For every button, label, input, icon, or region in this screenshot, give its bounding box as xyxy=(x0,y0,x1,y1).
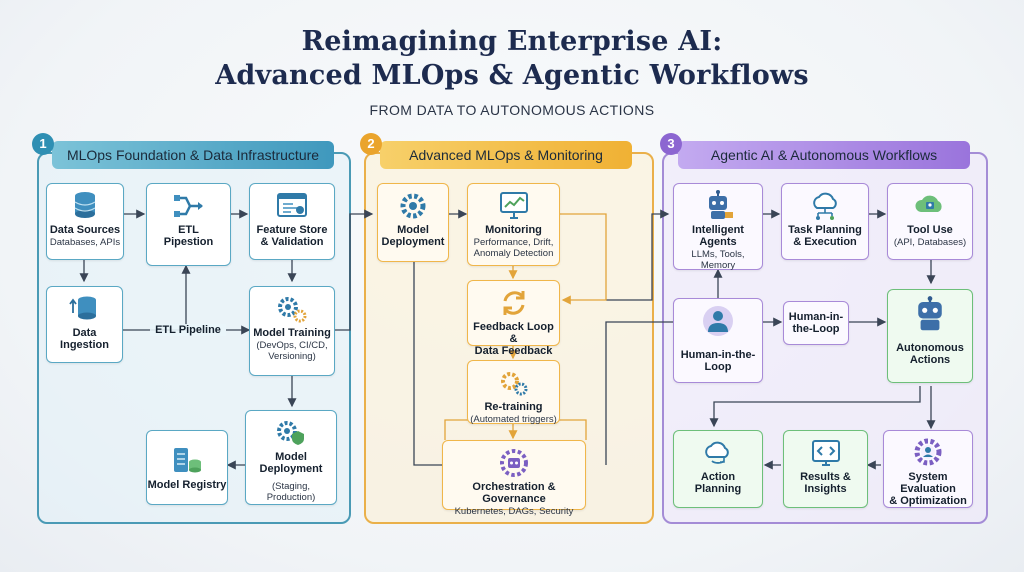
node-tool-use: Tool Use (API, Databases) xyxy=(887,183,973,260)
node-human-in-the-loop-2: Human-in- the-Loop xyxy=(783,301,849,345)
arrow-orchestration-to-human xyxy=(605,317,698,465)
node-sublabel: Performance, Drift, Anomaly Detection xyxy=(473,237,554,259)
gears-icon xyxy=(275,293,309,325)
robot-icon xyxy=(701,190,735,222)
cloud-cycle-icon xyxy=(701,437,735,469)
node-intelligent-agents: Intelligent Agents LLMs, Tools, Memory xyxy=(673,183,763,271)
section-3-number: 3 xyxy=(660,133,682,155)
node-label: Action Planning xyxy=(694,471,742,495)
refresh-cycle-icon xyxy=(497,287,531,319)
gears-orange-icon xyxy=(497,367,531,399)
node-label: Model Registry xyxy=(147,478,227,491)
section-2-header: Advanced MLOps & Monitoring xyxy=(380,141,632,169)
node-label: Human-in-the- Loop xyxy=(680,349,756,373)
node-feedback-loop: Feedback Loop & Data Feedback xyxy=(467,280,560,357)
node-action-planning: Action Planning xyxy=(673,430,763,508)
node-results-insights: Results & Insights xyxy=(783,430,868,508)
node-etl-pipestion: ETL Pipestion xyxy=(146,183,231,266)
node-sublabel: (DevOps, CI/CD, Versioning) xyxy=(256,340,328,362)
monitor-chart-icon xyxy=(497,190,531,222)
node-task-planning: Task Planning & Execution xyxy=(781,183,869,260)
node-data-sources: Data Sources Databases, APIs xyxy=(46,183,124,260)
node-label: Autonomous Actions xyxy=(896,342,964,366)
node-data-ingestion: Data Ingestion xyxy=(46,286,123,363)
node-label: Feature Store & Validation xyxy=(256,224,328,248)
node-system-evaluation: System Evaluation & Optimization xyxy=(883,430,973,508)
subtitle: FROM DATA TO AUTONOMOUS ACTIONS xyxy=(369,102,655,118)
cloud-network-icon xyxy=(808,190,842,222)
etl-flow-icon xyxy=(172,190,206,222)
node-model-deployment-1: Model Deployment (Staging, Production) xyxy=(245,410,337,505)
title-line-2: Advanced MLOps & Agentic Workflows xyxy=(215,60,809,91)
gear-person-icon xyxy=(911,437,945,469)
node-label: Tool Use xyxy=(907,224,953,236)
robot-gear-icon xyxy=(497,447,531,479)
arrow-autonomous-to-action-planning xyxy=(709,386,921,428)
node-retraining: Re-training (Automated triggers) xyxy=(467,360,560,425)
node-autonomous-actions: Autonomous Actions xyxy=(887,289,973,383)
node-monitoring: Monitoring Performance, Drift, Anomaly D… xyxy=(467,183,560,266)
node-label: Intelligent Agents xyxy=(692,224,744,248)
arrow-monitor-feedback-loop xyxy=(560,213,607,305)
node-sublabel: (API, Databases) xyxy=(893,237,967,248)
node-sublabel: LLMs, Tools, Memory xyxy=(691,249,745,271)
node-label: Model Training xyxy=(253,327,331,339)
arrow-ingestion-to-etl xyxy=(123,264,191,331)
node-label: ETL Pipestion xyxy=(163,224,214,248)
node-label: Data Ingestion xyxy=(60,327,109,351)
robot-icon xyxy=(910,296,950,334)
section-2-number: 2 xyxy=(360,133,382,155)
node-label: Re-training xyxy=(484,401,543,413)
node-model-training: Model Training (DevOps, CI/CD, Versionin… xyxy=(249,286,335,376)
node-label: Model Deployment xyxy=(259,451,323,475)
section-1-header: MLOps Foundation & Data Infrastructure xyxy=(52,141,334,169)
code-window-icon xyxy=(809,437,843,469)
person-icon xyxy=(701,305,735,337)
node-feature-store: Feature Store & Validation xyxy=(249,183,335,260)
etl-pipeline-label: ETL Pipeline xyxy=(150,324,226,336)
node-label: Model Deployment xyxy=(381,224,445,248)
gear-icon xyxy=(396,190,430,222)
node-sublabel: Kubernetes, DAGs, Security xyxy=(454,506,574,517)
section-3-header: Agentic AI & Autonomous Workflows xyxy=(678,141,970,169)
database-upload-icon xyxy=(68,293,102,325)
node-sublabel: (Staging, Production) xyxy=(266,481,316,503)
cloud-tools-icon xyxy=(913,190,947,222)
node-label: Orchestration & Governance xyxy=(472,481,556,505)
arrow-s1-to-s2 xyxy=(335,209,374,331)
node-label: Results & Insights xyxy=(800,471,851,495)
node-human-in-the-loop-1: Human-in-the- Loop xyxy=(673,298,763,383)
section-1-number: 1 xyxy=(32,133,54,155)
node-model-deployment-2: Model Deployment xyxy=(377,183,449,262)
title-line-1: Reimagining Enterprise AI: xyxy=(301,26,723,57)
node-label: Data Sources xyxy=(49,224,121,236)
gear-shield-icon xyxy=(274,417,308,449)
registry-icon xyxy=(170,445,204,477)
node-label: Human-in- the-Loop xyxy=(788,311,844,335)
browser-window-icon xyxy=(275,190,309,222)
node-label: Monitoring xyxy=(485,224,542,236)
node-label: Task Planning & Execution xyxy=(788,224,862,248)
node-model-registry: Model Registry xyxy=(146,430,228,505)
database-icon xyxy=(68,190,102,222)
node-label: System Evaluation & Optimization xyxy=(889,471,967,507)
arrow-s2-to-s3 xyxy=(606,209,670,301)
node-sublabel: (Automated triggers) xyxy=(470,414,557,425)
node-label: Feedback Loop & Data Feedback xyxy=(473,321,554,357)
node-orchestration: Orchestration & Governance Kubernetes, D… xyxy=(442,440,586,517)
node-sublabel: Databases, APIs xyxy=(49,237,121,248)
arrow-deploy-to-orchestration xyxy=(413,262,469,470)
